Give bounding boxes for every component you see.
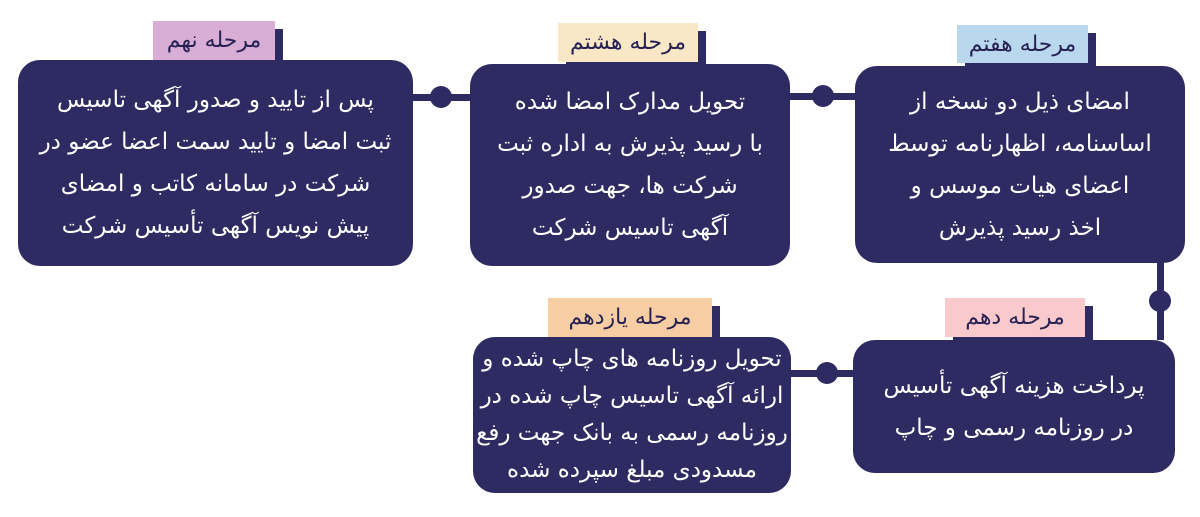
stage-11-text-line: مسدودی مبلغ سپرده شده (507, 457, 757, 483)
stage-11-text-line: تحویل روزنامه های چاپ شده و (482, 346, 782, 372)
stage-8-text-line: شرکت ها، جهت صدور (522, 173, 738, 199)
stage-9-text-line: شرکت در سامانه کاتب و امضای (60, 171, 371, 197)
connector-dot-stage11-stage10 (816, 362, 838, 384)
stage-7-text-line: امضای ذیل دو نسخه از (910, 88, 1130, 115)
stage-7-text-line: اعضای هیات موسس و (910, 172, 1130, 199)
stage-7-box: امضای ذیل دو نسخه از اساسنامه، اظهارنامه… (855, 66, 1185, 263)
stage-10-text-line: در روزنامه رسمی و چاپ (894, 414, 1134, 441)
stage-7-text-line: اخذ رسید پذیرش (938, 214, 1102, 241)
stage-8-text-line: با رسید پذیرش به اداره ثبت (497, 131, 763, 157)
stage-7-text-line: اساسنامه، اظهارنامه توسط (888, 130, 1152, 157)
stage-8-text-line: تحویل مدارک امضا شده (514, 89, 746, 115)
stage-8-text-line: آگهی تاسیس شرکت (531, 215, 729, 241)
stage-8-label: مرحله هشتم (558, 23, 698, 62)
stage-11-box: تحویل روزنامه های چاپ شده و ارائه آگهی ت… (473, 337, 791, 493)
stage-10-box: پرداخت هزینه آگهی تأسیس در روزنامه رسمی … (853, 340, 1175, 473)
stage-11-text-line: ارائه آگهی تاسیس چاپ شده در (480, 383, 784, 409)
stage-9-label: مرحله نهم (153, 21, 275, 60)
stage-9-text-line: پیش نویس آگهی تأسیس شرکت (61, 213, 370, 239)
stage-9-text-line: ثبت امضا و تایید سمت اعضا عضو در (39, 129, 392, 155)
stage-9-box: پس از تایید و صدور آگهی تاسیس ثبت امضا و… (18, 60, 413, 266)
stage-10-text-line: پرداخت هزینه آگهی تأسیس (883, 372, 1145, 399)
connector-dot-stage7-stage10 (1149, 290, 1171, 312)
stage-7-label: مرحله هفتم (957, 25, 1088, 63)
connector-dot-stage9-stage8 (430, 86, 452, 108)
stage-10-label: مرحله دهم (945, 298, 1085, 337)
connector-dot-stage8-stage7 (812, 85, 834, 107)
stage-11-text-line: روزنامه رسمی به بانک جهت رفع (476, 420, 788, 446)
stage-9-text-line: پس از تایید و صدور آگهی تاسیس (57, 87, 374, 113)
stage-8-box: تحویل مدارک امضا شده با رسید پذیرش به اد… (470, 64, 790, 266)
stage-11-label: مرحله یازدهم (548, 298, 712, 337)
